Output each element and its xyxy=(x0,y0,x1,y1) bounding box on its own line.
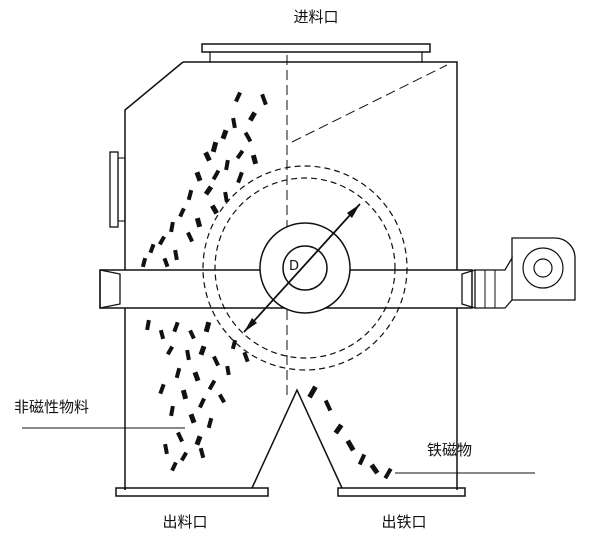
particle xyxy=(203,185,214,196)
material-outlet-flange xyxy=(115,487,269,497)
particle xyxy=(158,329,166,340)
particle xyxy=(235,149,245,160)
particle xyxy=(176,431,184,443)
particle xyxy=(223,191,229,203)
particle xyxy=(158,383,166,395)
particle xyxy=(180,389,189,400)
particle xyxy=(260,93,268,106)
particle xyxy=(203,151,212,162)
left-bearing xyxy=(99,269,121,309)
diagonal-dashed-line xyxy=(291,64,448,143)
inlet-flange xyxy=(201,43,431,53)
particle xyxy=(234,91,242,103)
particle xyxy=(185,349,191,361)
inlet-label: 进料口 xyxy=(293,8,338,26)
ferromagnetic-particles xyxy=(307,385,393,480)
particle xyxy=(170,461,178,472)
particle xyxy=(203,321,212,333)
particle xyxy=(172,321,180,333)
diameter-arrowhead xyxy=(244,318,257,332)
particle xyxy=(369,463,380,475)
particle xyxy=(243,131,253,143)
particle xyxy=(145,319,151,331)
drum-inner-dashed-circle xyxy=(214,177,396,359)
drive-motor xyxy=(475,237,576,309)
splitter xyxy=(251,388,343,489)
particle xyxy=(250,154,259,165)
particle xyxy=(212,355,220,367)
particle xyxy=(198,447,206,459)
drum-outer-dashed-circle xyxy=(202,165,408,371)
iron-outlet-flange xyxy=(337,487,466,497)
particle xyxy=(248,111,257,122)
particle xyxy=(323,399,333,412)
material-outlet-label: 出料口 xyxy=(162,513,207,531)
drum-hub-inner xyxy=(282,245,328,291)
particle xyxy=(357,453,367,466)
particle xyxy=(206,417,214,429)
diameter-arrow xyxy=(243,203,361,333)
particle xyxy=(242,351,250,363)
particle xyxy=(207,379,217,391)
particle xyxy=(169,405,175,417)
ferromagnetic-label: 铁磁物 xyxy=(427,441,472,459)
non-magnetic-particles xyxy=(140,91,268,472)
particle xyxy=(220,129,229,140)
side-door-frame xyxy=(117,157,126,222)
particle xyxy=(210,141,219,153)
particle xyxy=(180,451,188,462)
non-magnetic-label: 非磁性物料 xyxy=(14,398,89,416)
particle xyxy=(345,439,356,452)
particle xyxy=(178,207,186,218)
housing-outline xyxy=(183,61,458,490)
particle xyxy=(225,365,231,376)
particle xyxy=(383,467,393,480)
particle xyxy=(188,329,196,340)
particle xyxy=(166,345,174,356)
particle xyxy=(186,231,194,243)
particle xyxy=(140,257,148,268)
particle xyxy=(198,345,207,356)
particle xyxy=(211,169,221,181)
particle xyxy=(236,171,244,184)
particle xyxy=(162,257,170,268)
particle xyxy=(210,204,219,215)
particle xyxy=(194,435,203,446)
particle xyxy=(307,385,318,399)
particle xyxy=(194,171,203,182)
particle xyxy=(192,371,201,382)
particle xyxy=(333,423,344,435)
particle xyxy=(194,217,203,228)
side-door xyxy=(109,151,119,228)
particle xyxy=(174,367,182,379)
particle xyxy=(158,235,166,246)
diameter-arrowhead xyxy=(347,204,360,218)
particle xyxy=(186,189,194,201)
particle xyxy=(231,117,237,129)
particle xyxy=(169,221,175,233)
diameter-label: D xyxy=(289,259,299,274)
particle xyxy=(148,243,156,254)
iron-outlet-label: 出铁口 xyxy=(381,513,426,531)
particle xyxy=(230,339,238,350)
particle xyxy=(163,443,169,455)
particle xyxy=(218,393,226,404)
particle xyxy=(173,249,179,261)
particle xyxy=(188,413,197,424)
particle xyxy=(224,159,230,171)
particle xyxy=(198,397,206,409)
housing-left-wall xyxy=(124,61,184,490)
